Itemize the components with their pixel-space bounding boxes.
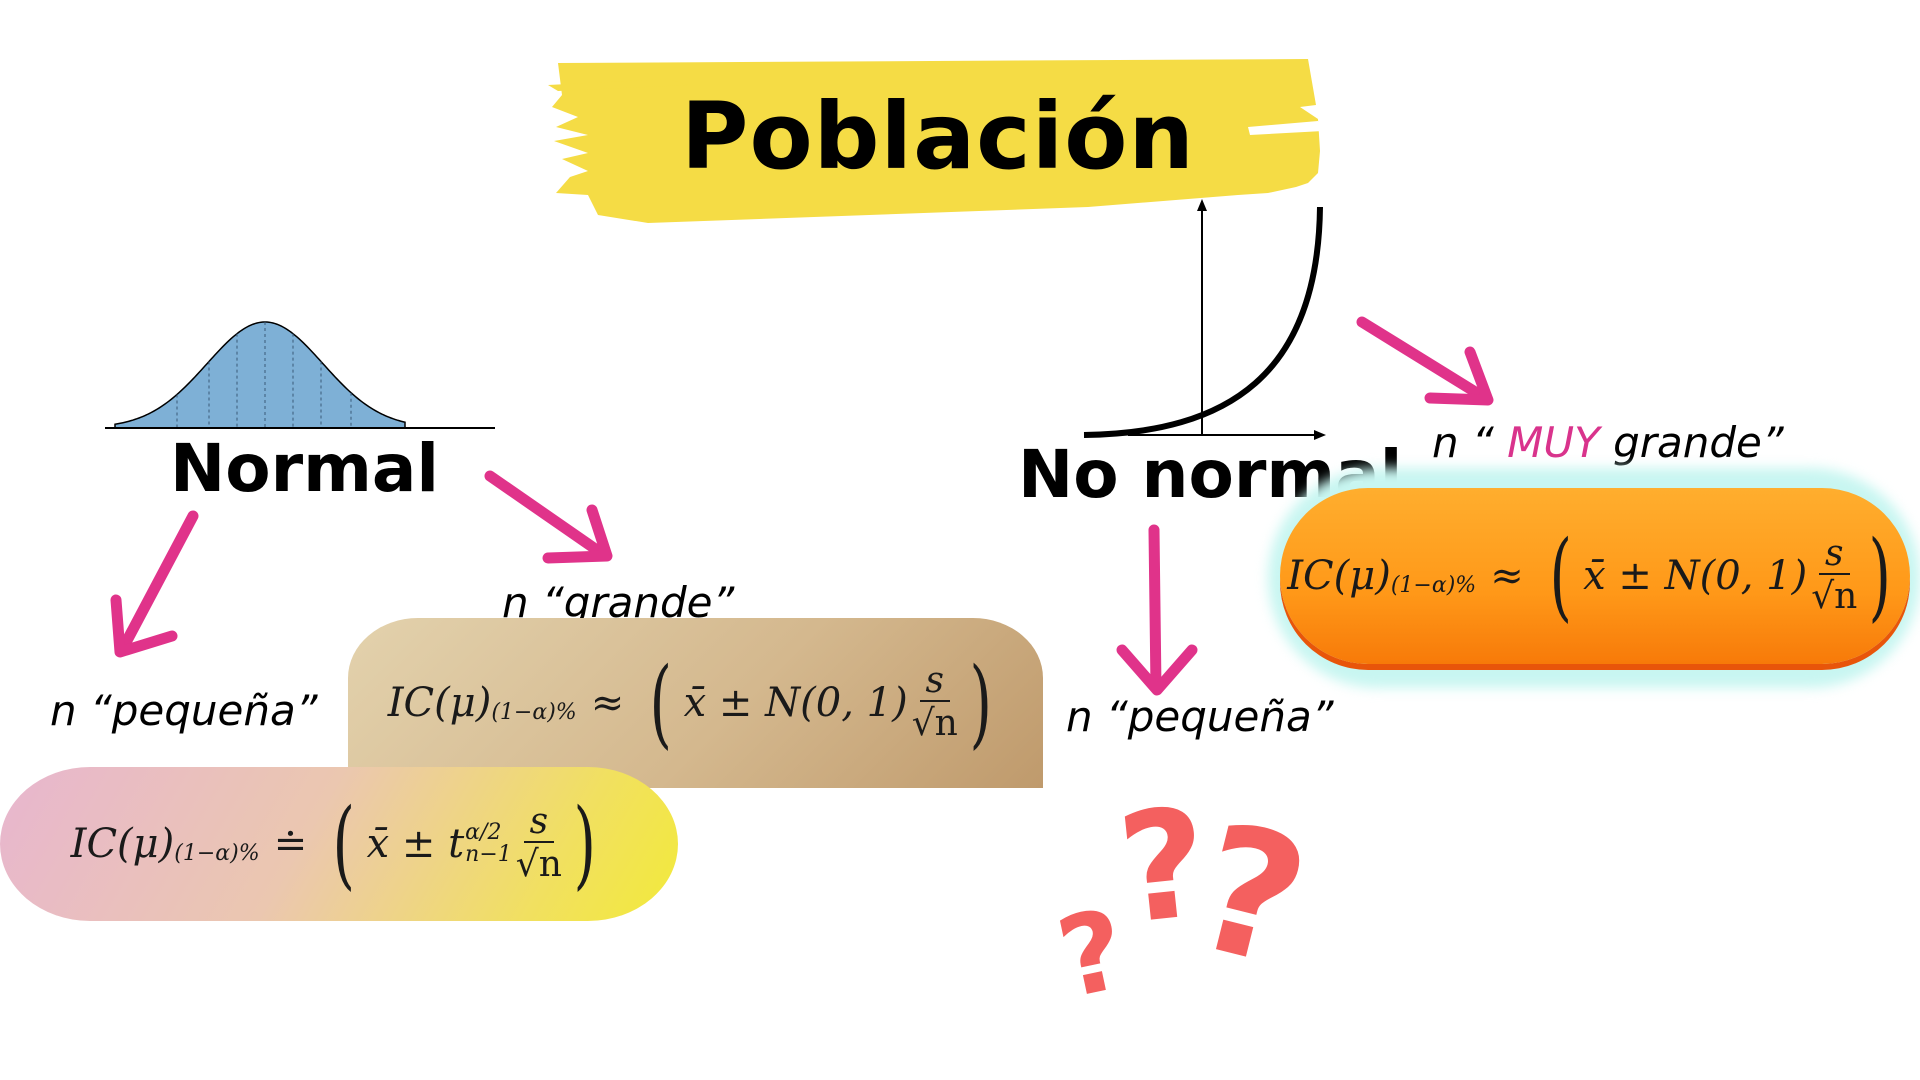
label-normal-small: n “pequeña”: [50, 686, 318, 735]
skewed-distribution-icon: [1083, 199, 1326, 440]
formula-close-paren: ): [1868, 520, 1892, 632]
bell-curve-icon: [105, 321, 495, 429]
arrow-nonormal-small: [1116, 524, 1198, 696]
title-block: Población: [548, 55, 1328, 225]
formula-fraction: s√n: [1811, 534, 1857, 619]
formula-open-paren: (: [649, 647, 673, 759]
formula-relation: ≈: [590, 680, 625, 726]
formula-center: x̄ ± N(0, 1): [1583, 553, 1808, 599]
formula-lhs: IC(μ): [70, 821, 175, 867]
formula-t-sup: α/2: [465, 820, 502, 845]
formula-center: x̄ ± N(0, 1): [683, 680, 908, 726]
formula-lhs-sub: (1−α)%: [491, 700, 577, 726]
formula-lhs-sub: (1−α)%: [1390, 573, 1477, 599]
arrow-nonormal-very-large: [1356, 316, 1494, 406]
label-nonormal-small: n “pequeña”: [1066, 692, 1334, 741]
page-title: Población: [681, 83, 1195, 190]
formula-open-paren: (: [1549, 520, 1572, 632]
formula-open-paren: (: [332, 788, 356, 900]
fraction-denominator: √n: [1811, 576, 1858, 618]
formula-close-paren: ): [969, 647, 992, 759]
formula-fraction: s√n: [912, 661, 958, 746]
formula-center: x̄ ± t: [366, 821, 465, 867]
arrow-normal-large: [484, 470, 613, 564]
formula-nonormal-very-large: IC(μ)(1−α)% ≈ ( x̄ ± N(0, 1) s√n ): [1280, 488, 1910, 664]
formula-relation: ≐: [273, 821, 308, 867]
normal-heading: Normal: [170, 430, 440, 507]
formula-fraction: s√n: [516, 802, 562, 887]
fraction-numerator: s: [523, 802, 555, 844]
formula-lhs: IC(μ): [387, 680, 492, 726]
formula-t-sub: n−1: [465, 842, 512, 867]
formula-normal-large: IC(μ)(1−α)% ≈ ( x̄ ± N(0, 1) s√n ): [348, 618, 1043, 788]
formula-relation: ≈: [1490, 553, 1524, 599]
arrow-normal-small: [110, 510, 199, 658]
title-highlight: [548, 59, 1323, 223]
label-accent: MUY: [1507, 418, 1600, 467]
label-suffix: grande”: [1599, 418, 1784, 467]
fraction-denominator: √n: [911, 703, 958, 745]
formula-close-paren: ): [573, 788, 596, 900]
label-prefix: n “: [1432, 418, 1508, 467]
formula-lhs: IC(μ): [1287, 553, 1391, 599]
fraction-numerator: s: [919, 661, 950, 703]
label-nonormal-very-large: n “ MUY grande”: [1432, 418, 1784, 467]
formula-lhs-sub: (1−α)%: [174, 841, 260, 867]
fraction-denominator: √n: [515, 844, 562, 886]
fraction-numerator: s: [1819, 534, 1850, 576]
